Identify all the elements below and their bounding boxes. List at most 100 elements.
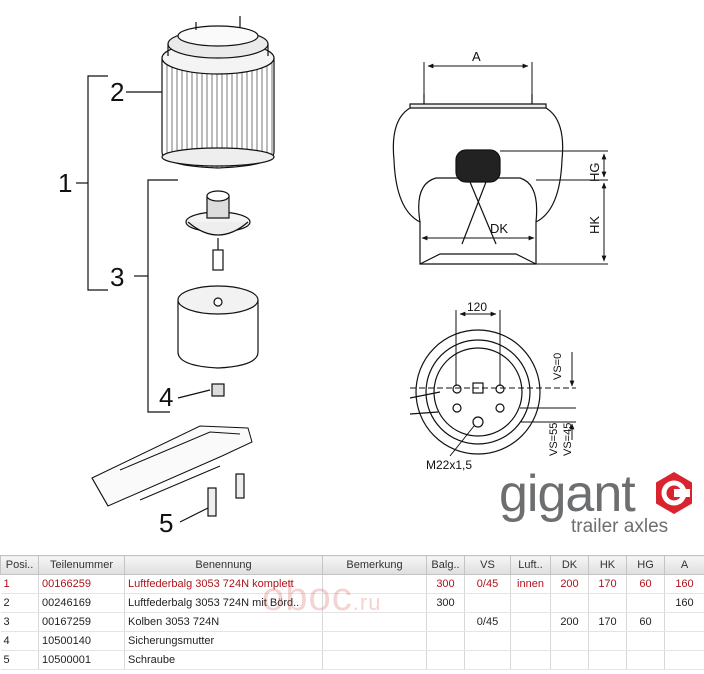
cell-vs bbox=[464, 593, 511, 613]
callout-5: 5 bbox=[159, 508, 174, 538]
column-header-hg[interactable]: HG bbox=[626, 555, 665, 575]
cell-vs bbox=[464, 650, 511, 670]
cell-dk bbox=[550, 650, 589, 670]
column-header-a[interactable]: A bbox=[664, 555, 704, 575]
cell-bellows bbox=[426, 612, 465, 632]
table-row[interactable]: 2 00246169 Luftfederbalg 3053 724N mit B… bbox=[0, 593, 704, 613]
cell-air bbox=[510, 650, 551, 670]
cell-remark bbox=[322, 574, 427, 594]
column-header-hk[interactable]: HK bbox=[588, 555, 627, 575]
cell-position: 1 bbox=[0, 574, 39, 594]
dimension-label-dk: DK bbox=[490, 221, 509, 236]
cell-hk bbox=[588, 631, 627, 651]
parts-table: Posi.. Teilenummer Benennung Bemerkung B… bbox=[0, 555, 704, 670]
cell-air bbox=[510, 593, 551, 613]
column-header-position[interactable]: Posi.. bbox=[0, 555, 39, 575]
column-header-dk[interactable]: DK bbox=[550, 555, 589, 575]
cell-bellows bbox=[426, 631, 465, 651]
column-header-remark[interactable]: Bemerkung bbox=[322, 555, 427, 575]
section-dimensions bbox=[421, 62, 608, 265]
cell-vs: 0/45 bbox=[464, 612, 511, 632]
cell-position: 2 bbox=[0, 593, 39, 613]
technical-drawing bbox=[76, 16, 608, 523]
column-header-bellows[interactable]: Balg.. bbox=[426, 555, 465, 575]
column-header-air[interactable]: Luft.. bbox=[510, 555, 551, 575]
dimension-label-vs55: VS=55 bbox=[548, 422, 560, 456]
cell-name: Kolben 3053 724N bbox=[124, 612, 323, 632]
cell-vs bbox=[464, 631, 511, 651]
watermark: oboc.ru bbox=[262, 575, 381, 620]
cell-bellows bbox=[426, 650, 465, 670]
table-row[interactable]: 4 10500140 Sicherungsmutter bbox=[0, 631, 704, 651]
cell-name: Schraube bbox=[124, 650, 323, 670]
cell-remark bbox=[322, 631, 427, 651]
logo-tagline: trailer axles bbox=[571, 516, 669, 537]
cell-part-number: 00166259 bbox=[38, 574, 125, 594]
cell-a bbox=[664, 631, 704, 651]
cell-hg bbox=[626, 631, 665, 651]
cell-position: 3 bbox=[0, 612, 39, 632]
table-row[interactable]: 5 10500001 Schraube bbox=[0, 650, 704, 670]
thread-label: M22x1,5 bbox=[426, 458, 473, 472]
column-header-name[interactable]: Benennung bbox=[124, 555, 323, 575]
watermark-tld: .ru bbox=[352, 590, 382, 615]
cell-bellows: 300 bbox=[426, 593, 465, 613]
callout-1: 1 bbox=[58, 168, 73, 198]
buffer-illustration bbox=[185, 190, 251, 271]
cell-part-number: 00167259 bbox=[38, 612, 125, 632]
cell-hg bbox=[626, 650, 665, 670]
cell-a bbox=[664, 650, 704, 670]
cell-dk bbox=[550, 631, 589, 651]
cell-remark bbox=[322, 593, 427, 613]
cell-position: 5 bbox=[0, 650, 39, 670]
cell-a bbox=[664, 612, 704, 632]
cell-air: innen bbox=[510, 574, 551, 594]
cell-remark bbox=[322, 650, 427, 670]
callout-2: 2 bbox=[110, 77, 125, 107]
table-row[interactable]: 3 00167259 Kolben 3053 724N 0/45 200 170… bbox=[0, 612, 704, 632]
cell-remark bbox=[322, 612, 427, 632]
cell-name: Luftfederbalg 3053 724N komplett bbox=[124, 574, 323, 594]
dimension-label-vs0: VS=0 bbox=[552, 352, 564, 380]
watermark-name: oboc bbox=[262, 575, 353, 619]
dimension-label-hk: HK bbox=[587, 215, 602, 234]
cell-a: 160 bbox=[664, 593, 704, 613]
cell-a: 160 bbox=[664, 574, 704, 594]
bolt-illustration bbox=[207, 473, 245, 517]
cell-part-number: 00246169 bbox=[38, 593, 125, 613]
gigant-logo: gigant trailer axles bbox=[493, 463, 698, 543]
callout-4: 4 bbox=[159, 382, 174, 412]
axle-beam-illustration bbox=[91, 425, 253, 507]
cell-hg: 60 bbox=[626, 612, 665, 632]
cell-dk: 200 bbox=[550, 574, 589, 594]
cell-vs: 0/45 bbox=[464, 574, 511, 594]
piston-illustration bbox=[177, 285, 259, 369]
plan-view bbox=[409, 329, 541, 455]
cell-dk bbox=[550, 593, 589, 613]
dimension-label-hg: HG bbox=[587, 162, 602, 183]
logo-wordmark: gigant bbox=[499, 465, 636, 523]
column-header-part-number[interactable]: Teilenummer bbox=[38, 555, 125, 575]
cell-dk: 200 bbox=[550, 612, 589, 632]
plan-dimensions bbox=[410, 310, 576, 457]
cell-air bbox=[510, 612, 551, 632]
cell-hg bbox=[626, 593, 665, 613]
cell-hk bbox=[588, 593, 627, 613]
section-view bbox=[392, 94, 564, 265]
column-header-vs[interactable]: VS bbox=[464, 555, 511, 575]
dimension-label-a: A bbox=[472, 49, 481, 64]
table-row[interactable]: 1 00166259 Luftfederbalg 3053 724N kompl… bbox=[0, 574, 704, 594]
exploded-view bbox=[76, 16, 275, 523]
callout-3: 3 bbox=[110, 262, 125, 292]
air-bellows-illustration bbox=[161, 16, 275, 169]
cell-name: Luftfederbalg 3053 724N mit Börd.. bbox=[124, 593, 323, 613]
cell-position: 4 bbox=[0, 631, 39, 651]
nut-illustration bbox=[211, 383, 225, 397]
cell-part-number: 10500001 bbox=[38, 650, 125, 670]
table-header-row: Posi.. Teilenummer Benennung Bemerkung B… bbox=[0, 555, 704, 575]
hex-nut-icon bbox=[656, 472, 692, 514]
cell-part-number: 10500140 bbox=[38, 631, 125, 651]
dimension-label-vs45: VS=45 bbox=[562, 422, 574, 456]
cell-hg: 60 bbox=[626, 574, 665, 594]
cell-name: Sicherungsmutter bbox=[124, 631, 323, 651]
